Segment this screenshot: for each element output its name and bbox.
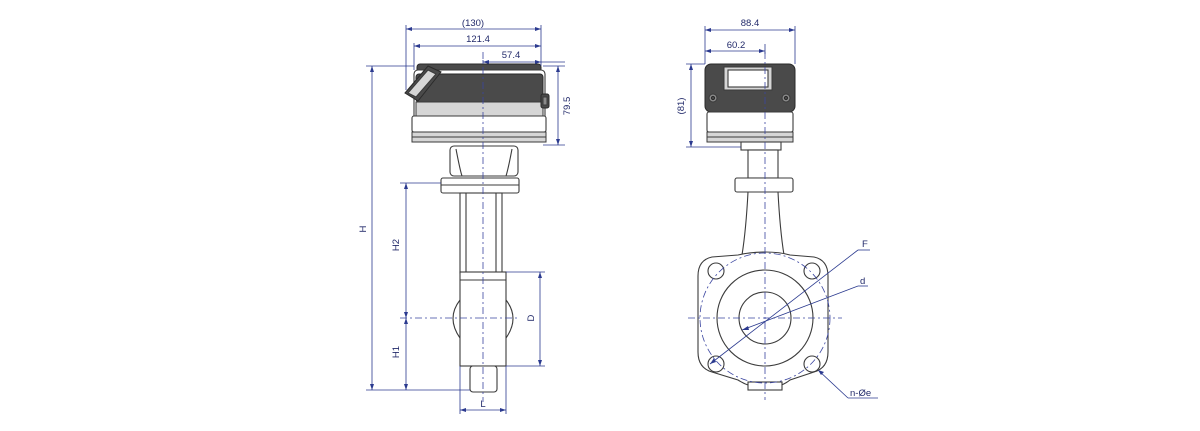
front-valve-body	[697, 251, 829, 391]
dim-upper-height: H2	[391, 239, 402, 251]
front-dim-bolt-circle: F	[862, 239, 868, 250]
dim-diameter: D	[526, 314, 537, 321]
dim-total-height: H	[358, 225, 369, 232]
front-dimensions: 88.4 60.2 (81) F d n-Øe	[676, 18, 878, 399]
front-neck	[734, 141, 794, 256]
dim-face-length: L	[480, 399, 485, 410]
dim-lower-height: H1	[391, 346, 402, 358]
front-dim-width: 88.4	[741, 18, 760, 29]
front-dim-bore: d	[860, 276, 865, 287]
dim-overall-width: (130)	[462, 18, 484, 29]
dim-actuator-width: 121.4	[466, 34, 490, 45]
dim-actuator-height: 79.5	[562, 97, 573, 116]
front-dim-height: (81)	[676, 98, 687, 115]
side-neck	[440, 145, 520, 274]
side-actuator	[404, 63, 550, 143]
front-bolt-circle	[699, 252, 831, 384]
front-dim-bolt-holes: n-Øe	[850, 388, 871, 399]
front-dim-offset: 60.2	[727, 40, 746, 51]
dim-offset: 57.4	[502, 50, 521, 61]
side-dimensions: (130) 121.4 57.4 79.5 H H2	[358, 18, 573, 414]
front-actuator	[704, 63, 796, 143]
front-view	[688, 52, 842, 400]
side-view	[400, 52, 550, 402]
